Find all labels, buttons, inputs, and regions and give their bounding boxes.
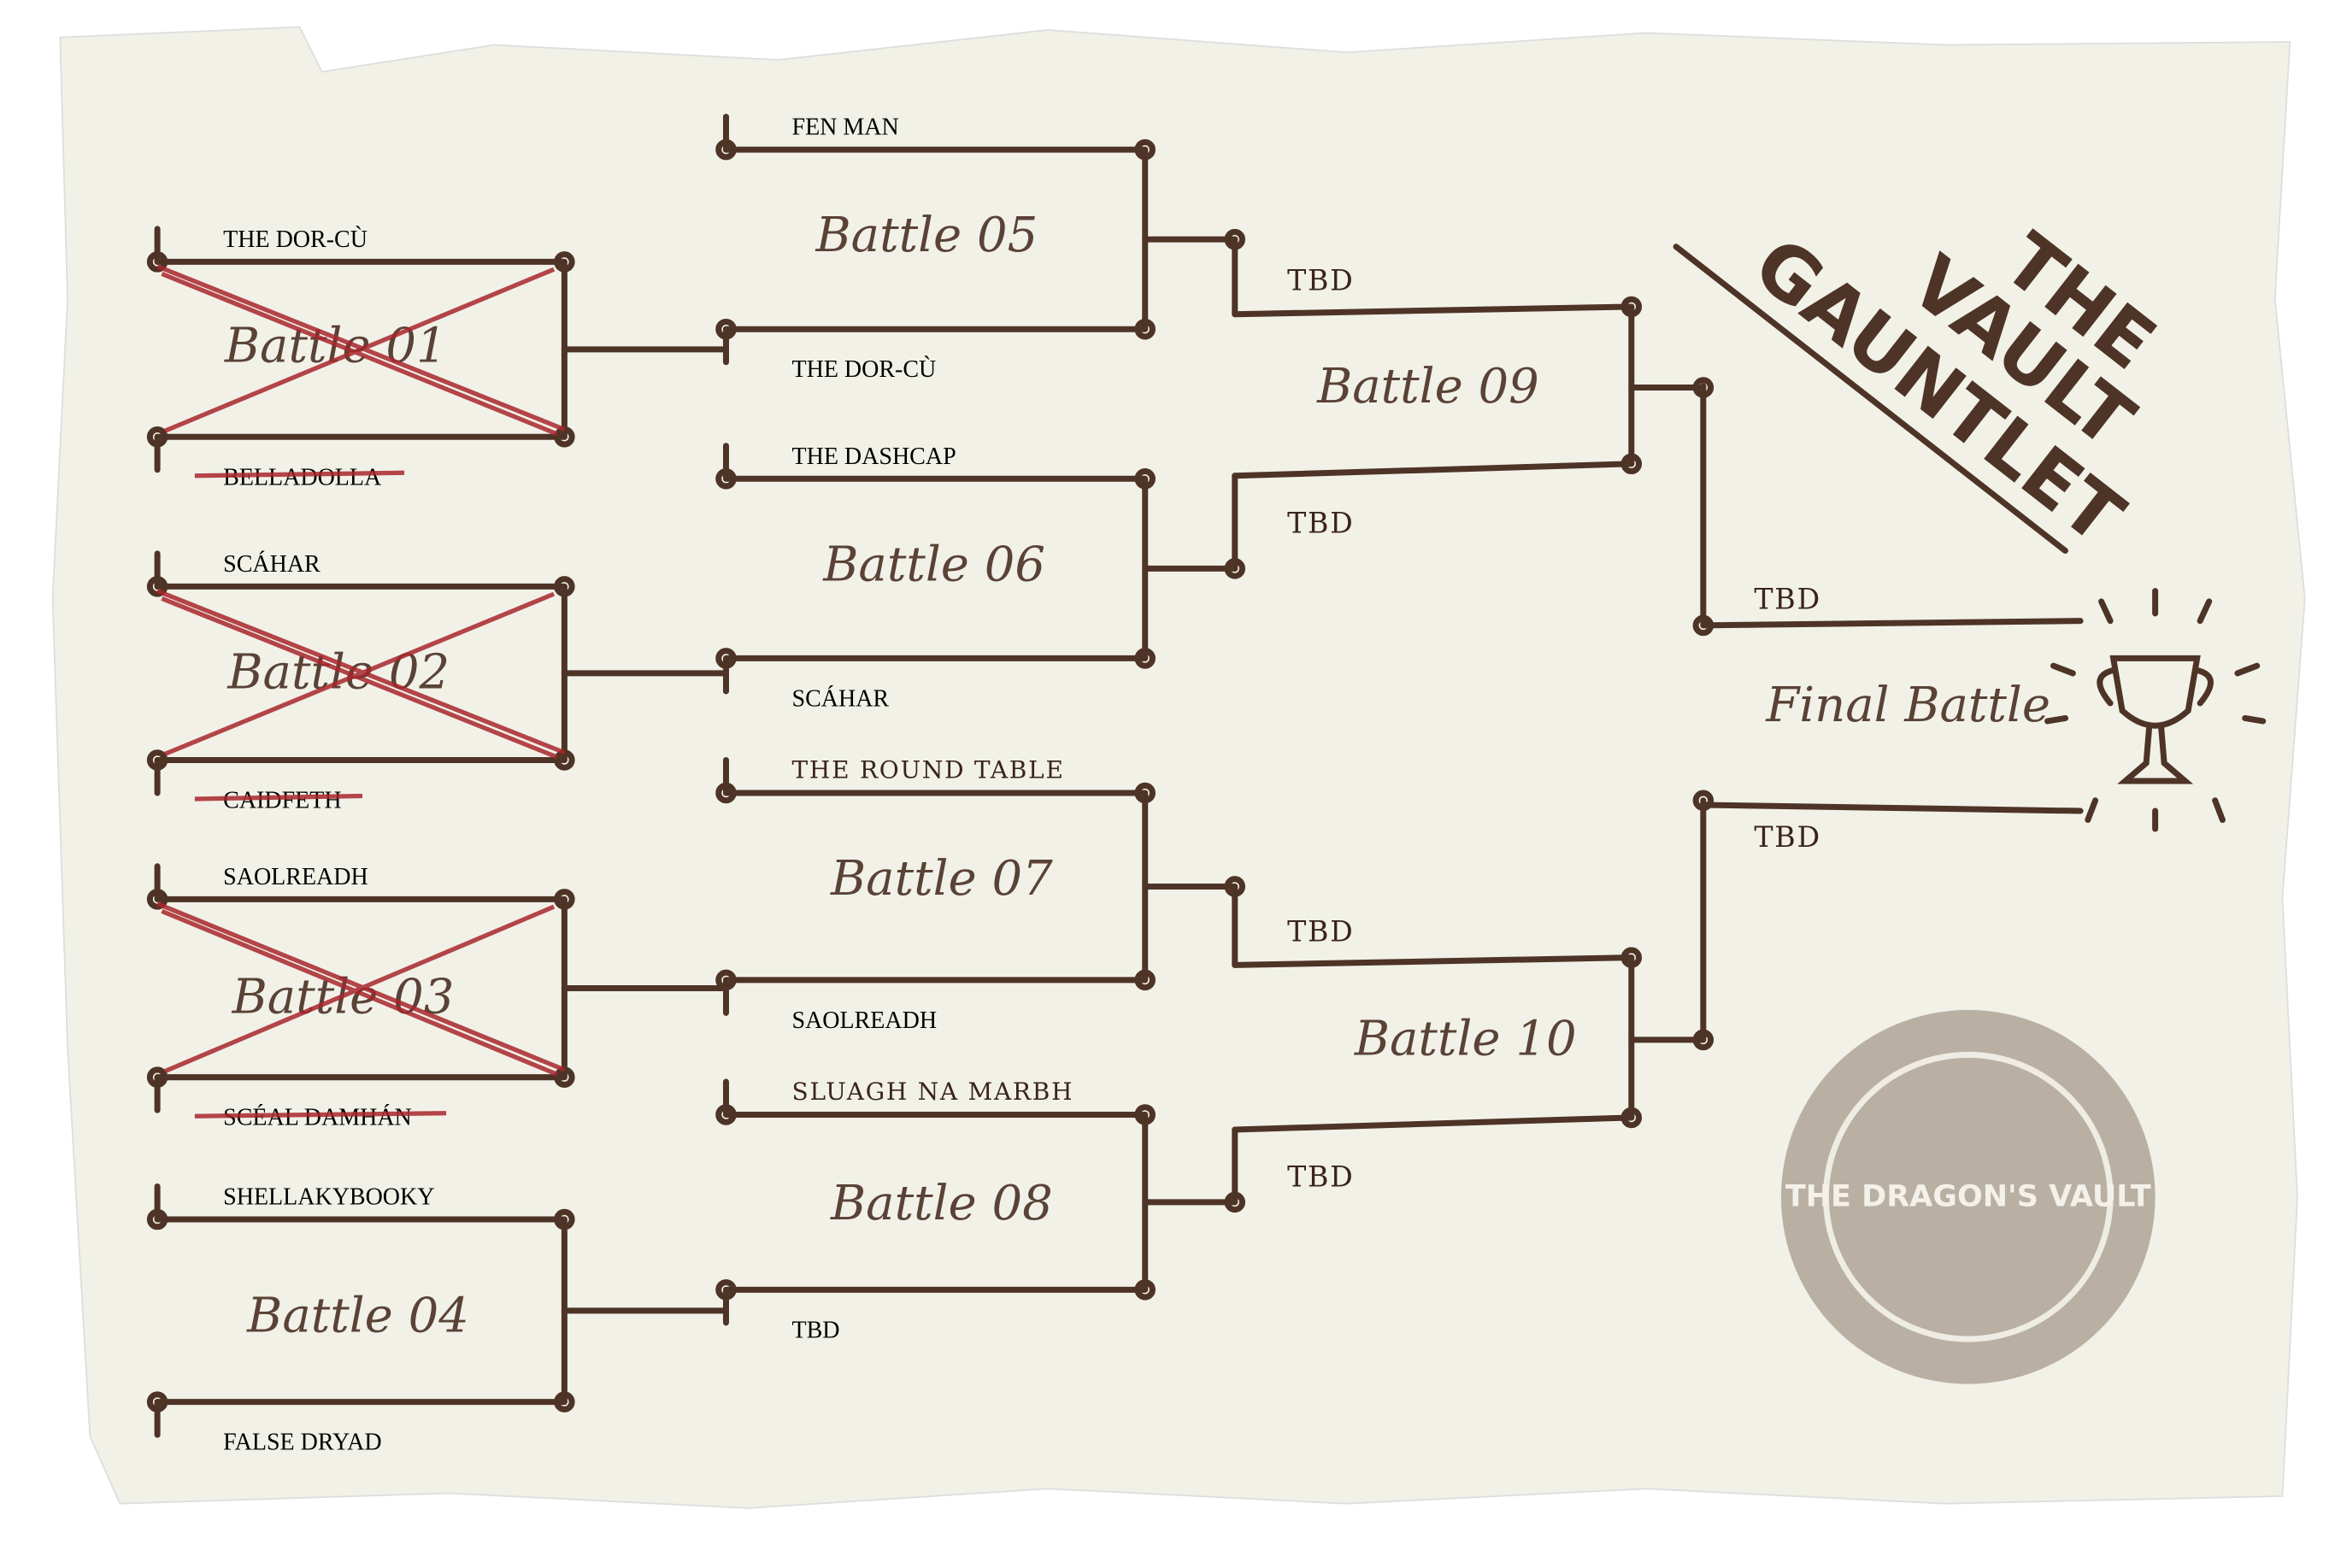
competitor-name: SAOLREADH xyxy=(223,864,368,890)
competitor-name: TBD xyxy=(1287,1160,1355,1194)
line-end-knob xyxy=(1224,876,1246,897)
line-end-knob xyxy=(1134,318,1156,340)
competitor-name: SLUAGH NA MARBH xyxy=(792,1078,1074,1106)
battle-label: Battle 05 xyxy=(815,208,1038,263)
line-end-knob xyxy=(1620,947,1643,968)
line-end-knob xyxy=(554,576,575,597)
seal-text: THE DRAGON'S VAULT xyxy=(1785,1179,2151,1213)
final-battle-label: Final Battle xyxy=(1765,678,2050,733)
competitor-name: THE DASHCAP xyxy=(792,443,956,470)
competitor-name: THE ROUND TABLE xyxy=(792,755,1065,784)
competitor-name: SAOLREADH xyxy=(792,1007,938,1034)
line-end-knob xyxy=(554,251,575,273)
line-end-knob xyxy=(554,1208,575,1230)
line-end-knob xyxy=(1134,969,1156,991)
line-end-knob xyxy=(1692,614,1714,637)
strikethrough xyxy=(194,470,405,479)
competitor-name: THE DOR-CÙ xyxy=(792,356,937,383)
battle-label: Battle 07 xyxy=(830,851,1053,907)
line-end-knob xyxy=(1692,790,1714,812)
bracket-line xyxy=(1232,954,1635,968)
line-end-knob xyxy=(554,889,575,910)
competitor-name: BELLADOLLA xyxy=(223,464,382,490)
battle-label: Battle 08 xyxy=(830,1176,1053,1231)
cross-out-mark xyxy=(156,589,566,760)
bracket-line xyxy=(1232,303,1635,318)
line-end-knob xyxy=(1620,1107,1643,1129)
competitor-name: TBD xyxy=(1287,264,1355,297)
bracket-line xyxy=(1232,461,1635,479)
battle-label: Battle 06 xyxy=(822,537,1045,592)
line-end-knob xyxy=(1134,648,1156,669)
competitor-name: TBD xyxy=(1754,583,1821,616)
final-slot-line xyxy=(1700,802,2084,814)
battle-label: Battle 04 xyxy=(246,1288,469,1343)
competitor-name: SCÉAL DAMHÁN xyxy=(223,1105,412,1131)
competitor-name: TBD xyxy=(1287,914,1355,948)
torn-paper xyxy=(51,26,2306,1509)
line-end-knob xyxy=(1134,468,1156,490)
competitor-name: TBD xyxy=(1287,506,1355,539)
competitor-name: FALSE DRYAD xyxy=(223,1430,381,1456)
line-end-knob xyxy=(1134,782,1156,804)
strikethrough xyxy=(194,1111,447,1119)
final-slot-line xyxy=(1700,618,2084,629)
battle-label: Battle 09 xyxy=(1316,359,1539,414)
line-end-knob xyxy=(1224,558,1246,579)
line-end-knob xyxy=(1224,1191,1246,1213)
dragons-vault-seal: THE DRAGON'S VAULT xyxy=(1780,1009,2156,1384)
competitor-name: TBD xyxy=(792,1317,840,1343)
line-end-knob xyxy=(1134,138,1156,161)
line-end-knob xyxy=(1134,1279,1156,1301)
competitor-name: SCÁHAR xyxy=(792,685,890,712)
competitor-name: THE DOR-CÙ xyxy=(223,226,368,253)
competitor-name: SHELLAKYBOOKY xyxy=(223,1184,434,1211)
cross-out-mark xyxy=(156,264,566,437)
bracket-line xyxy=(1232,1114,1635,1133)
cross-out-mark xyxy=(156,901,566,1077)
bracket-lines xyxy=(146,114,2084,1438)
competitor-name: CAIDFETH xyxy=(223,788,341,814)
strikethrough xyxy=(194,793,363,802)
line-end-knob xyxy=(1224,228,1246,250)
competitor-name: TBD xyxy=(1754,820,1821,854)
line-end-knob xyxy=(1620,453,1643,475)
line-end-knob xyxy=(1620,296,1643,318)
competitor-name: SCÁHAR xyxy=(223,551,321,578)
battle-label: Battle 10 xyxy=(1354,1011,1577,1066)
competitor-name: FEN MAN xyxy=(792,115,899,141)
trophy-icon xyxy=(2044,588,2267,832)
line-end-knob xyxy=(554,1391,575,1412)
line-end-knob xyxy=(1134,1104,1156,1125)
